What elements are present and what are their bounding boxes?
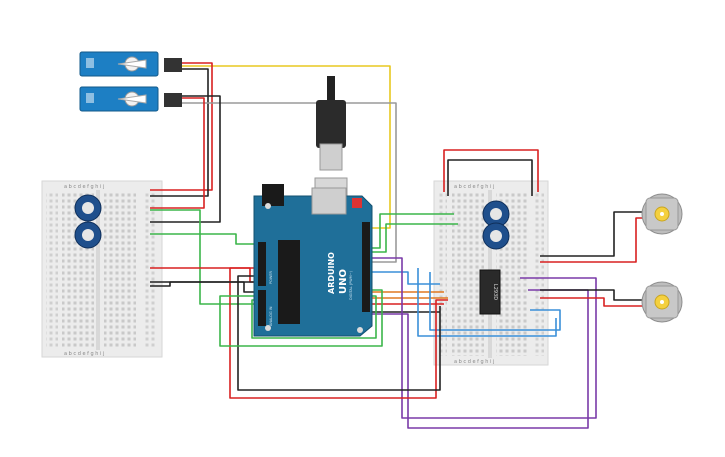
potentiometer-2 (74, 221, 102, 249)
breadboard-right-columns-bottom: a b c d e f g h i j (454, 359, 494, 365)
wire-servo1-ground (150, 68, 209, 197)
chip-label: L293D (492, 284, 498, 300)
wire-left-5v (150, 267, 264, 283)
arduino-uno-board: ARDUINO UNO DIGITAL (PWM~) POWER ANALOG … (253, 184, 373, 337)
wire-servo2-power (150, 97, 205, 209)
wire-rb-blue (372, 271, 440, 285)
wire-motor1-black (540, 211, 644, 257)
wire-purple-1 (360, 257, 597, 419)
reset-button (352, 198, 362, 208)
dc-jack (262, 184, 284, 206)
wire-rb-green1 (372, 213, 454, 249)
wire-rb-blue-loop (429, 272, 561, 331)
servo-motor-2 (79, 86, 182, 112)
wire-left-gnd (150, 281, 264, 293)
wire-motor1-red (540, 217, 644, 263)
servo-2-connector (164, 93, 182, 107)
header-digital-label: DIGITAL (PWM~) (349, 270, 353, 300)
wire-rb-blue-loop2 (417, 268, 557, 337)
breadboard-right-columns-top: a b c d e f g h i j (454, 184, 494, 190)
servo-1-connector (164, 58, 182, 72)
wire-servo1-power (150, 62, 213, 191)
wire-motor2-red (540, 297, 644, 307)
atmega-chip (278, 240, 300, 324)
wire-green-bottom1 (219, 289, 383, 347)
wires (150, 62, 644, 429)
dc-motor-2 (641, 281, 683, 323)
breadboard-left-columns-bottom: a b c d e f g h i j (64, 351, 104, 357)
wire-rb-top-black (447, 159, 533, 196)
potentiometer-4 (482, 222, 510, 250)
wire-servo2-signal (182, 102, 397, 263)
wire-servo1-signal (182, 65, 391, 229)
breadboard-left: a b c d e f g h i j a b c d e f g h i j (41, 180, 163, 358)
analog-header (258, 290, 266, 326)
wire-servo2-ground (150, 95, 221, 223)
power-header (258, 242, 266, 286)
header-analog-label: ANALOG IN (269, 306, 273, 326)
wire-black-cross (150, 281, 264, 287)
dc-motor-1 (641, 193, 683, 235)
usb-cable-icon (314, 76, 348, 201)
potentiometer-1 (74, 194, 102, 222)
board-brand: ARDUINO (327, 252, 336, 294)
wire-rb-top-red (443, 149, 539, 192)
header-power-label: POWER (269, 270, 273, 284)
motor-driver-chip: L293D (479, 269, 501, 315)
usb-port (311, 187, 347, 215)
servo-motor-1 (79, 51, 182, 77)
wire-rb-green2 (372, 223, 458, 253)
digital-header (362, 222, 370, 312)
board-model: UNO (338, 269, 349, 294)
wire-red-bottom (229, 267, 448, 399)
wire-motor2-black (540, 289, 644, 301)
wire-black-bottom (237, 275, 441, 391)
breadboard-left-columns-top: a b c d e f g h i j (64, 184, 104, 190)
